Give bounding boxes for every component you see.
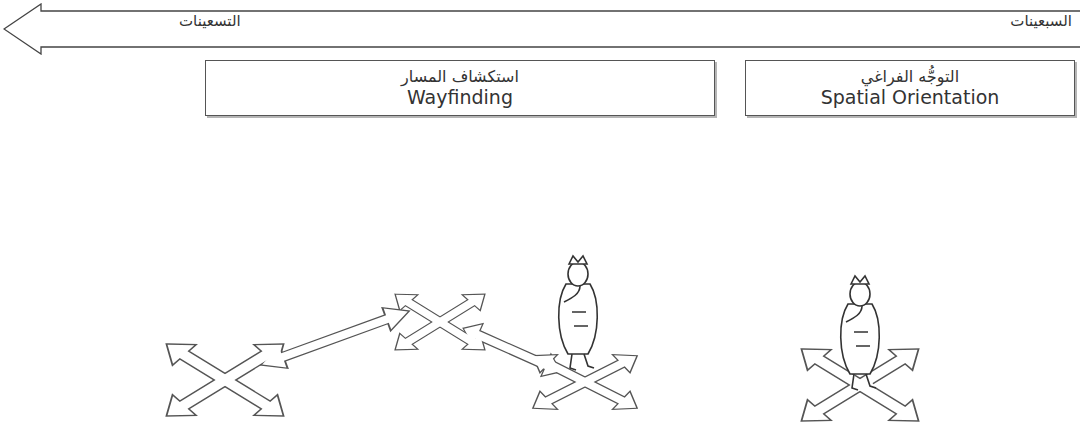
decade-label: التسعينات — [179, 12, 241, 30]
arabic-heading: استكشاف المسار — [401, 67, 519, 86]
concept-box: استكشاف المسارWayfinding — [205, 60, 715, 116]
arrow-shape — [4, 4, 1080, 54]
person-figure — [559, 256, 598, 370]
person-figure — [841, 276, 880, 390]
decade-label: السبعينات — [1010, 12, 1072, 30]
arabic-heading: التوجُّه الفراغي — [861, 67, 959, 86]
timeline-arrow: السبعينات التسعينات — [3, 3, 1080, 55]
direction-arrows-outline — [157, 288, 928, 425]
english-heading: Wayfinding — [407, 86, 513, 109]
direction-arrows-fill — [157, 288, 928, 425]
concept-box: التوجُّه الفراغيSpatial Orientation — [745, 60, 1075, 116]
arrow-outline — [3, 3, 1080, 55]
english-heading: Spatial Orientation — [821, 86, 1000, 109]
